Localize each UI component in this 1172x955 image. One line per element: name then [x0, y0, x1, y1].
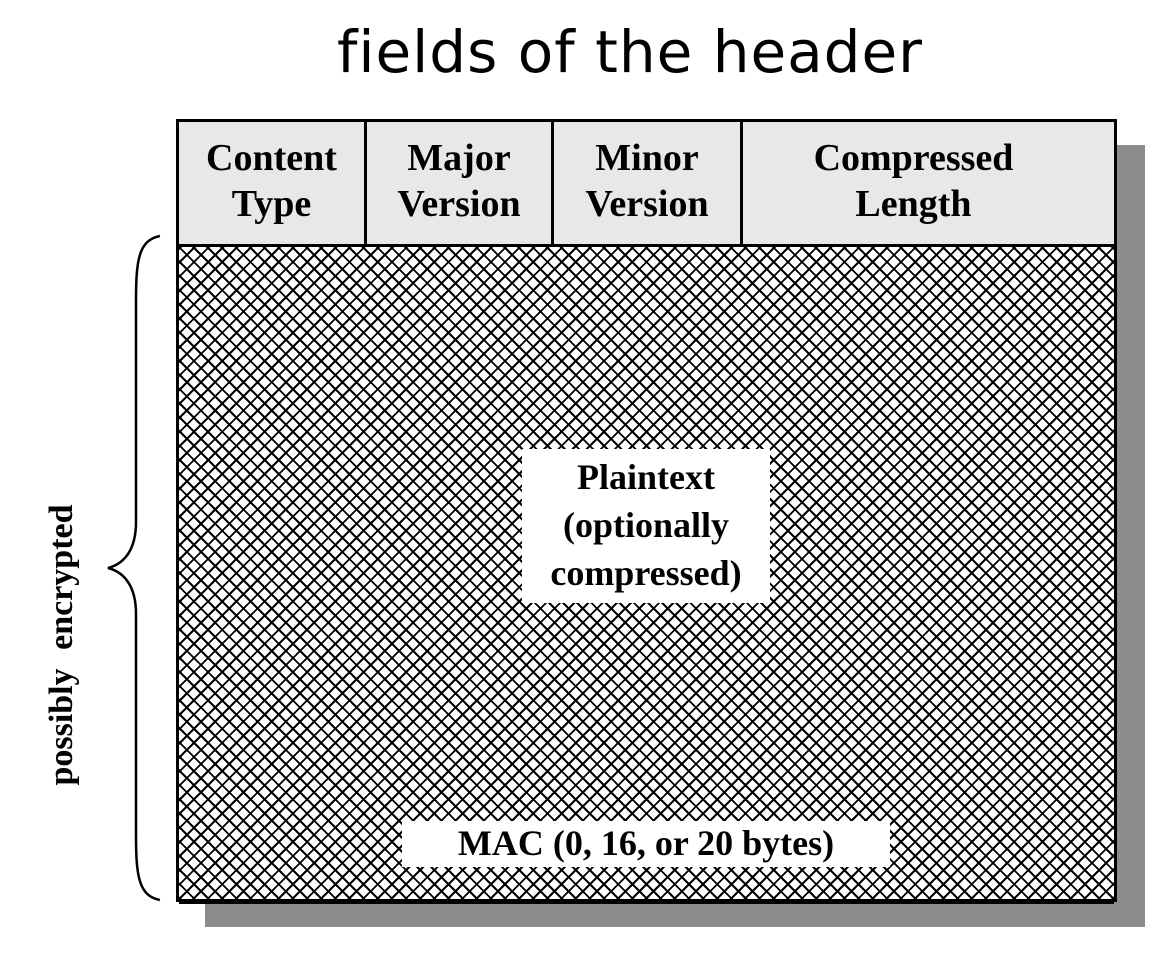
- header-field-minor-version: Minor Version: [554, 122, 743, 244]
- curly-brace-icon: [107, 234, 161, 902]
- mac-label: MAC (0, 16, or 20 bytes): [402, 821, 890, 867]
- header-field-major-version: Major Version: [367, 122, 554, 244]
- plaintext-label: Plaintext (optionally compressed): [522, 449, 770, 603]
- record-frame: Content Type Major Version Minor Version…: [176, 119, 1117, 904]
- diagram-title: fields of the header: [336, 18, 924, 86]
- payload-mac-divider: [179, 901, 1114, 904]
- header-field-compressed-length: Compressed Length: [813, 137, 1014, 225]
- header-row: Content Type Major Version Minor Version…: [179, 122, 1114, 247]
- possibly-encrypted-label: possibly encrypted: [43, 504, 80, 786]
- header-field-content-type: Content Type: [179, 122, 367, 244]
